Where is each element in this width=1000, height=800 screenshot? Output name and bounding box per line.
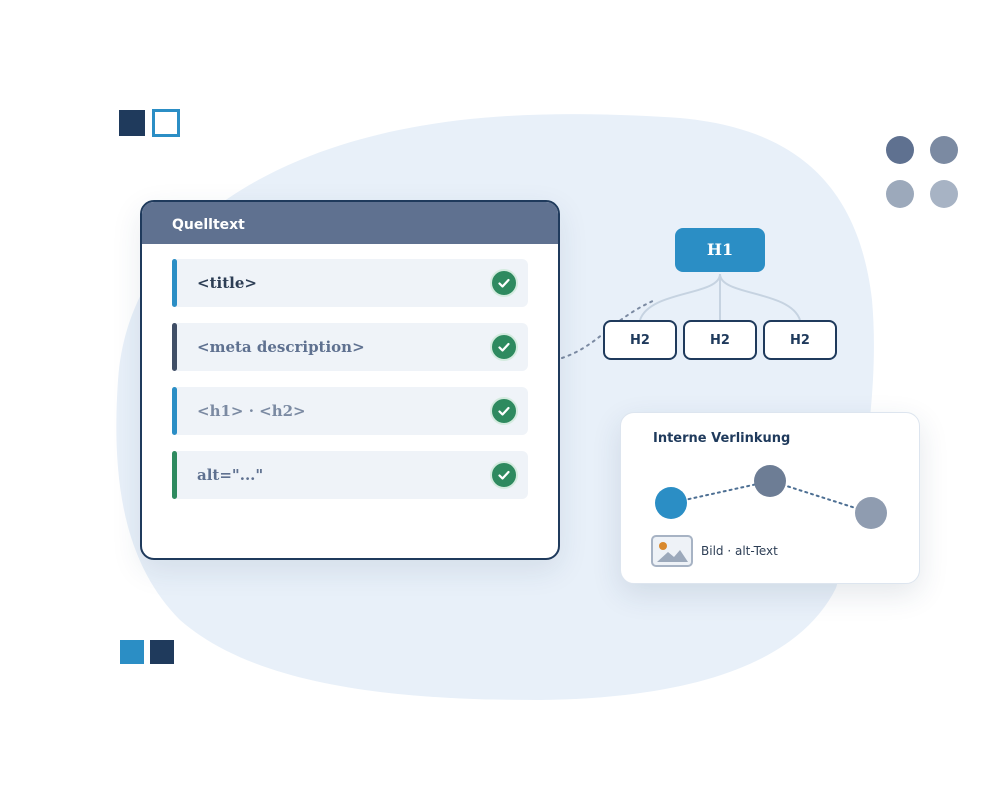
tree-branch-right	[719, 273, 801, 321]
row-accent-bar	[172, 451, 177, 499]
tree-branch-left	[639, 273, 721, 321]
row-label: <h1> · <h2>	[197, 402, 306, 420]
source-row-alt: alt="..."	[172, 451, 528, 499]
decor-square-navy-bottom	[150, 640, 174, 664]
link-graph	[655, 465, 887, 529]
tree-node-h2-right: H2	[763, 320, 837, 360]
row-label: <title>	[197, 274, 257, 292]
image-icon	[651, 535, 693, 567]
check-icon	[490, 397, 518, 425]
row-accent-bar	[172, 259, 177, 307]
row-label: <meta description>	[197, 338, 365, 356]
link-node-blue	[655, 487, 687, 519]
source-row-headings: <h1> · <h2>	[172, 387, 528, 435]
row-accent-bar	[172, 323, 177, 371]
decor-dot-2	[930, 136, 958, 164]
row-label: alt="..."	[197, 466, 264, 484]
internal-linking-card: Interne Verlinkung Bild · alt-Text	[620, 412, 920, 584]
decor-dot-4	[930, 180, 958, 208]
tree-node-h1: H1	[675, 228, 765, 272]
decor-square-blue-bottom	[120, 640, 144, 664]
link-node-slate	[754, 465, 786, 497]
link-node-grey	[855, 497, 887, 529]
decor-dot-3	[886, 180, 914, 208]
tree-node-h2-middle: H2	[683, 320, 757, 360]
image-alt-label: Bild · alt-Text	[701, 544, 778, 558]
decor-square-filled-top	[119, 110, 145, 136]
source-card-title: Quelltext	[142, 202, 558, 244]
check-icon	[490, 333, 518, 361]
check-icon	[490, 461, 518, 489]
internal-linking-title: Interne Verlinkung	[653, 431, 791, 446]
source-code-card: Quelltext <title> <meta description> <h1…	[140, 200, 560, 560]
source-row-meta-description: <meta description>	[172, 323, 528, 371]
source-row-title: <title>	[172, 259, 528, 307]
check-icon	[490, 269, 518, 297]
link-edge	[670, 480, 772, 504]
decor-dot-1	[886, 136, 914, 164]
link-edge	[770, 480, 872, 514]
decor-square-outline-top	[152, 109, 180, 137]
row-accent-bar	[172, 387, 177, 435]
tree-node-h2-left: H2	[603, 320, 677, 360]
